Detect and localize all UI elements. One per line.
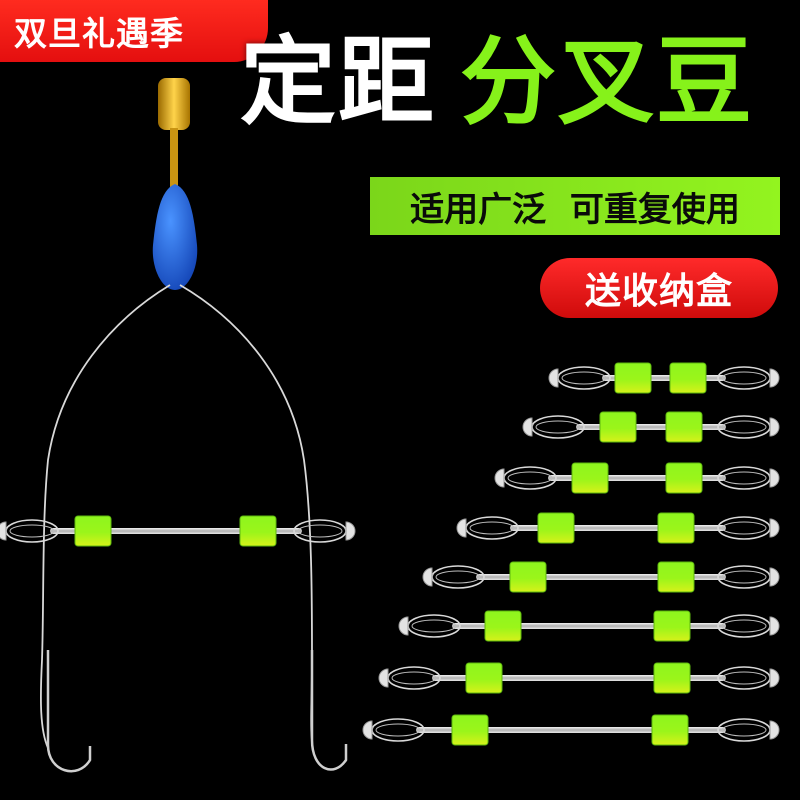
- spacer-4: [456, 512, 780, 544]
- spacer-bead: [614, 362, 652, 394]
- spacer-loop-inner: [721, 619, 767, 633]
- title-part2: 分叉豆: [460, 26, 754, 138]
- spacer-end-cap: [0, 521, 7, 541]
- main-rig: [40, 50, 348, 773]
- spacer-loop-inner: [297, 524, 343, 538]
- spacer-end-cap: [769, 417, 780, 437]
- left-line: [40, 284, 171, 749]
- spacer-loop-inner: [721, 521, 767, 535]
- spacer-loop-inner: [507, 471, 553, 485]
- spacer-end-cap: [548, 368, 559, 388]
- spacer-bead: [465, 662, 503, 694]
- spacer-end-cap: [456, 518, 467, 538]
- spacer-end-cap: [769, 468, 780, 488]
- spacer-end-cap: [522, 417, 533, 437]
- spacer-bar: [432, 675, 726, 681]
- spacer-end-cap: [362, 720, 373, 740]
- right-line: [179, 284, 313, 741]
- spacer-loop-inner: [469, 521, 515, 535]
- blue-float: [152, 184, 198, 290]
- spacer-bead: [239, 515, 277, 547]
- spacer-8: [362, 714, 780, 746]
- spacer-loop-inner: [375, 723, 421, 737]
- spacer-bead: [665, 411, 703, 443]
- spacer-loop-inner: [721, 671, 767, 685]
- spacer-loop-inner: [535, 420, 581, 434]
- spacer-bar: [416, 727, 726, 733]
- spacer-set: [0, 362, 780, 746]
- spacer-loop-inner: [561, 371, 607, 385]
- spacer-5: [422, 561, 780, 593]
- spacer-bead: [669, 362, 707, 394]
- spacer-7: [378, 662, 780, 694]
- spacer-bead: [451, 714, 489, 746]
- spacer-end-cap: [398, 616, 409, 636]
- spacer-end-cap: [345, 521, 356, 541]
- spacer-bead: [651, 714, 689, 746]
- spacer-loop-inner: [721, 570, 767, 584]
- promo-badge: 双旦礼遇季: [0, 0, 268, 62]
- feature-banner: 适用广泛 可重复使用: [370, 177, 780, 235]
- spacer-bead: [509, 561, 547, 593]
- main-spacer: [0, 515, 356, 547]
- spacer-end-cap: [494, 468, 505, 488]
- spacer-6: [398, 610, 780, 642]
- spacer-loop-inner: [721, 723, 767, 737]
- spacer-bead: [537, 512, 575, 544]
- spacer-loop-inner: [721, 420, 767, 434]
- spacer-loop-inner: [411, 619, 457, 633]
- spacer-bead: [653, 662, 691, 694]
- spacer-end-cap: [422, 567, 433, 587]
- spacer-bead: [571, 462, 609, 494]
- spacer-loop-inner: [9, 524, 55, 538]
- spacer-bar: [576, 424, 726, 430]
- spacer-loop-inner: [391, 671, 437, 685]
- spacer-end-cap: [378, 668, 389, 688]
- spacer-loop-inner: [721, 471, 767, 485]
- spacer-end-cap: [769, 616, 780, 636]
- spacer-3: [494, 462, 780, 494]
- spacer-bar: [50, 528, 302, 534]
- title-part1: 定距: [240, 26, 436, 138]
- spacer-bead: [657, 561, 695, 593]
- gold-swivel: [158, 78, 190, 130]
- spacer-bead: [653, 610, 691, 642]
- spacer-loop-inner: [721, 371, 767, 385]
- spacer-loop-inner: [435, 570, 481, 584]
- spacer-bead: [657, 512, 695, 544]
- gift-pill: 送收纳盒: [540, 258, 778, 318]
- spacer-end-cap: [769, 518, 780, 538]
- spacer-2: [522, 411, 780, 443]
- spacer-end-cap: [769, 368, 780, 388]
- spacer-end-cap: [769, 668, 780, 688]
- spacer-bead: [665, 462, 703, 494]
- spacer-bead: [484, 610, 522, 642]
- right-hook: [310, 650, 348, 771]
- spacer-end-cap: [769, 567, 780, 587]
- spacer-end-cap: [769, 720, 780, 740]
- left-hook: [46, 650, 92, 773]
- spacer-1: [548, 362, 780, 394]
- spacer-bead: [599, 411, 637, 443]
- spacer-bead: [74, 515, 112, 547]
- gold-stem: [170, 128, 178, 192]
